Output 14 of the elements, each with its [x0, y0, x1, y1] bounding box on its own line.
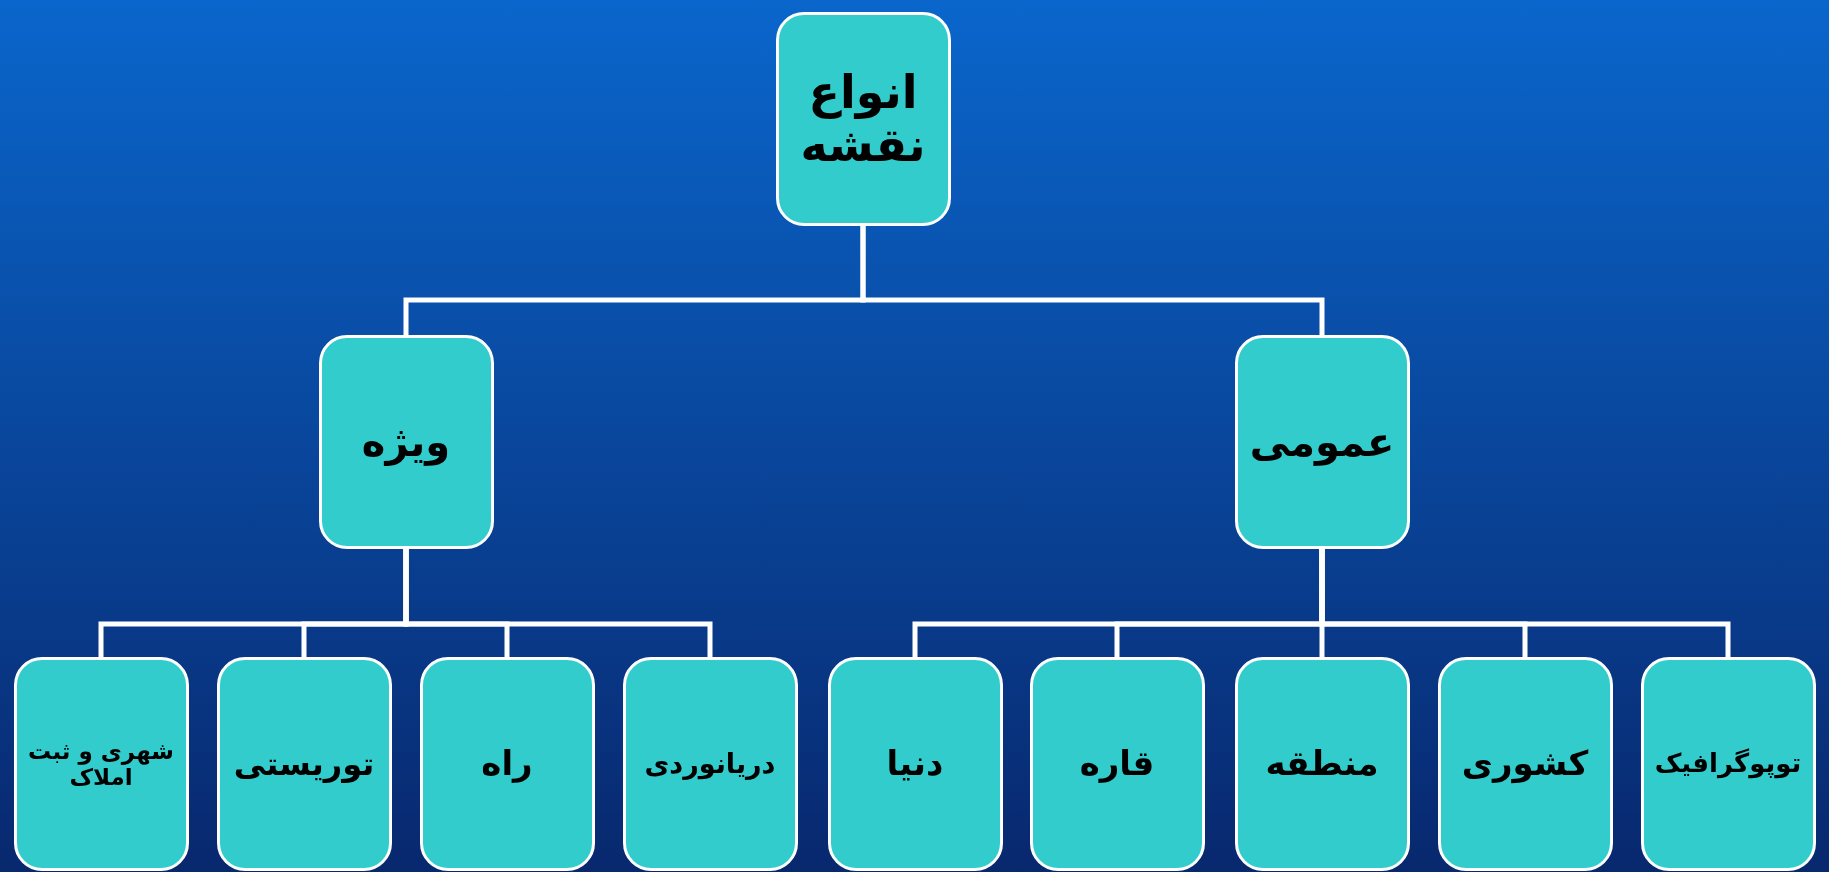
map-type-box: منطقه: [1234, 657, 1410, 871]
map-type-box: راه: [419, 657, 595, 871]
connector-line: [912, 549, 1325, 657]
map-type-box: دریانوردی: [622, 657, 798, 871]
map-type-box: انواع نقشه: [775, 12, 951, 226]
map-type-box: توریستی: [216, 657, 392, 871]
map-type-box: توپوگرافیک: [1640, 657, 1816, 871]
map-type-box: قاره: [1029, 657, 1205, 871]
map-type-box: ویژه: [318, 335, 494, 549]
map-type-box: شهری و ثبت املاک: [13, 657, 189, 871]
map-type-box: دنیا: [827, 657, 1003, 871]
map-type-box: کشوری: [1437, 657, 1613, 871]
connector-line: [403, 226, 866, 335]
map-type-box: عمومی: [1234, 335, 1410, 549]
